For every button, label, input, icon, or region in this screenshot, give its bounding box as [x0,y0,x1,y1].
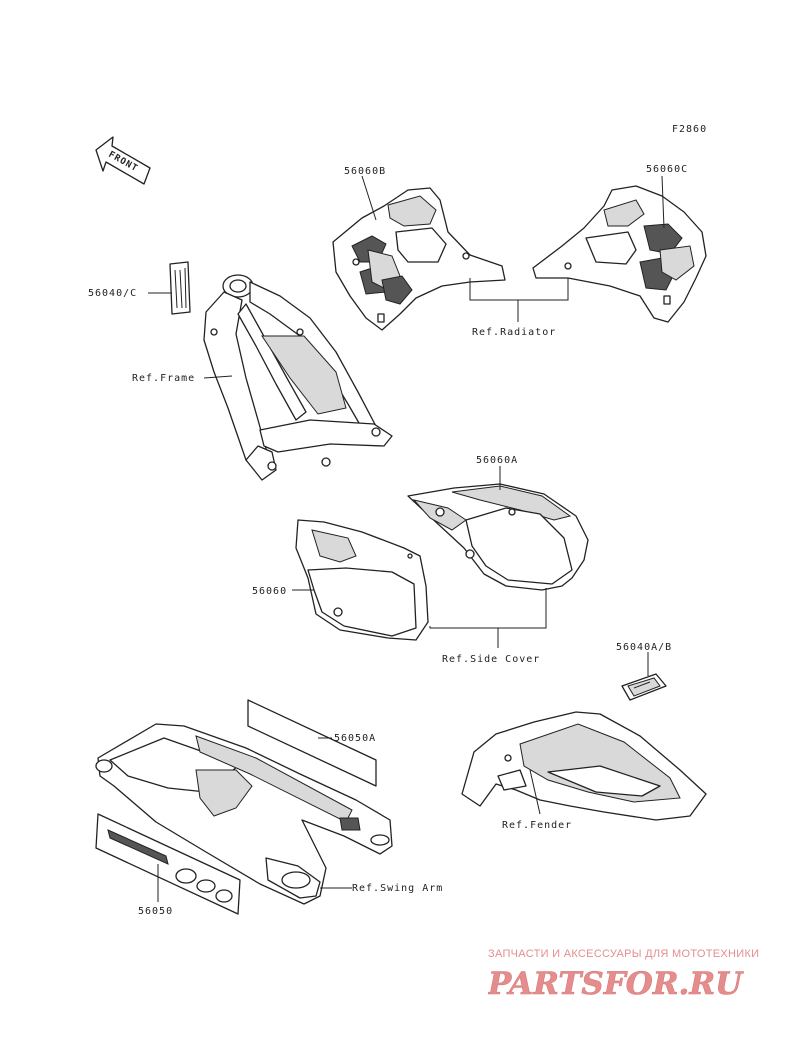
frame-drawing [203,274,393,481]
decal-strip-56040C [169,261,191,315]
rear-fender-drawing [461,711,707,821]
decal-graphic-56050 [95,813,241,915]
label-56040AB: 56040A/B [616,642,672,653]
watermark-logo: PARTSFOR.RU [488,966,744,1000]
swing-arm-drawing [95,723,393,905]
side-cover-right [407,483,589,591]
leader-56060C [661,175,665,229]
watermark-tagline: ЗАПЧАСТИ И АКСЕССУАРЫ ДЛЯ МОТОТЕХНИКИ [488,948,760,960]
label-56060B: 56060B [344,166,386,177]
label-ref-swing-arm: Ref.Swing Arm [352,883,443,894]
label-ref-fender: Ref.Fender [502,820,572,831]
figure-code: F2860 [672,124,707,135]
label-ref-radiator: Ref.Radiator [472,327,556,338]
side-cover-left [295,519,429,641]
label-ref-frame: Ref.Frame [132,373,195,384]
decal-plate-56040AB [621,673,667,701]
radiator-shroud-left [332,187,506,331]
leader-radiator-bracket [469,278,569,301]
label-56060C: 56060C [646,164,688,175]
label-56050: 56050 [138,906,173,917]
watermark-logo-text: PARTSFOR.RU [488,966,744,1000]
label-56060A: 56060A [476,455,518,466]
leader-frame [203,375,233,379]
decal-strip-56050A [247,699,377,787]
label-ref-side-cover: Ref.Side Cover [442,654,540,665]
label-56040C: 56040/C [88,288,137,299]
leader-56060B [361,175,377,221]
label-56060: 56060 [252,586,287,597]
front-arrow-icon: FRONT [95,136,151,185]
label-56050A: 56050A [334,733,376,744]
radiator-shroud-right [532,185,707,323]
leader-side-cover-bracket [429,588,547,629]
leader-fender [529,769,541,815]
